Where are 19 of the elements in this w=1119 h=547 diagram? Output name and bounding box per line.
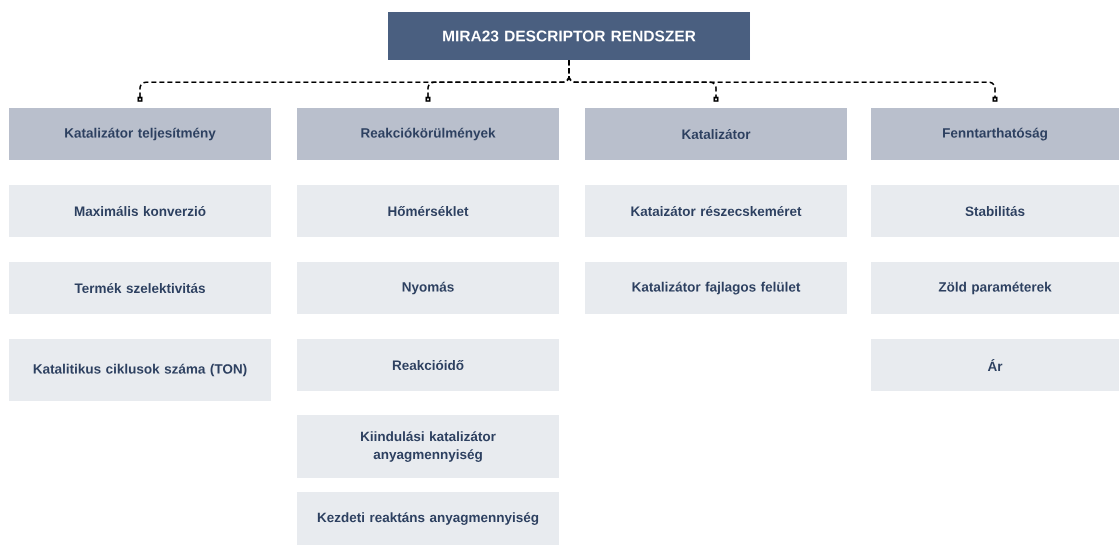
descriptor-box: Kezdeti reaktáns anyagmennyiség [297, 492, 559, 545]
dashed-connector [568, 59, 998, 102]
category-box: Reakciókörülmények [297, 108, 559, 160]
descriptor-box: Stabilitás [871, 185, 1119, 237]
descriptor-box: Termék szelektivitás [9, 262, 271, 314]
descriptor-box: Ár [871, 339, 1119, 391]
descriptor-box: Katalitikus ciklusok száma (TON) [9, 339, 271, 401]
title-box: MIRA23 DESCRIPTOR RENDSZER [388, 12, 750, 60]
category-box: Fenntarthatóság [871, 108, 1119, 160]
descriptor-box: Nyomás [297, 262, 559, 314]
descriptor-box: Hőmérséklet [297, 185, 559, 237]
descriptor-box: Katalizátor fajlagos felület [585, 262, 847, 314]
descriptor-box: Maximális konverzió [9, 185, 271, 237]
category-box: Katalizátor teljesítmény [9, 108, 271, 160]
descriptor-box: Kataizátor részecskeméret [585, 185, 847, 237]
category-box: Katalizátor [585, 108, 847, 160]
descriptor-box: Kiindulási katalizátor anyagmennyiség [297, 415, 559, 478]
descriptor-box: Reakcióidő [297, 339, 559, 391]
descriptor-box: Zöld paraméterek [871, 262, 1119, 314]
